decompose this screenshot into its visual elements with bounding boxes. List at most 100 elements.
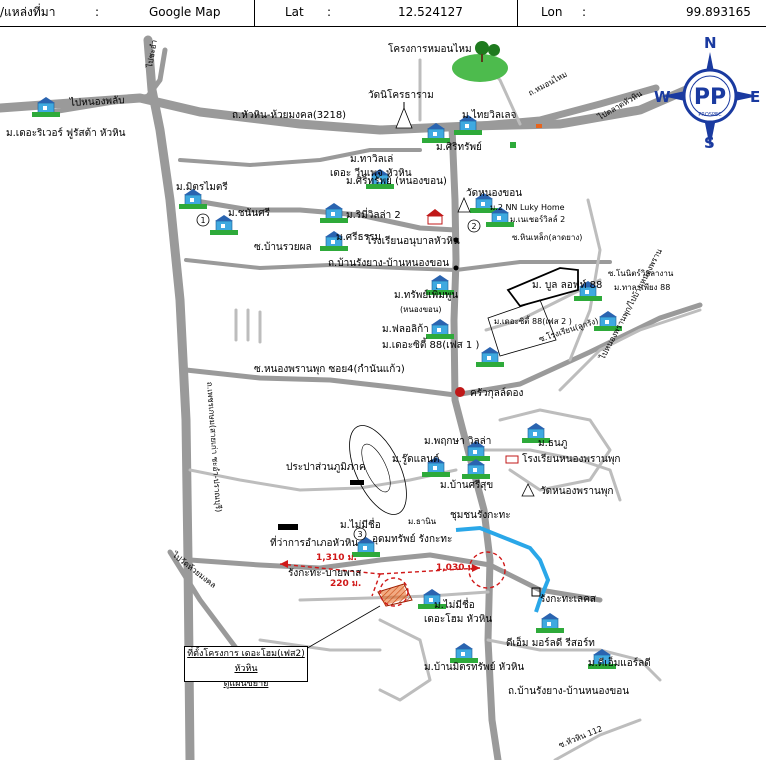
house-markers[interactable] — [31, 96, 623, 670]
label-thanin: ม.ธานิน — [408, 517, 437, 526]
label-kritsada: ครัวกุลล์ดอง — [470, 387, 523, 399]
label-the-home-hua-hin: เดอะโฮม หัวหิน — [424, 612, 492, 625]
svg-text:3: 3 — [357, 530, 362, 539]
label-to-wat-huai-mongkol: ไปวัดห้วยมงคล — [170, 550, 218, 590]
label-road-ban-rang-yang-2: ถ.บ้านรังยาง-บ้านหนองขอน — [508, 685, 629, 697]
road-ring-east — [498, 408, 612, 492]
house-icon — [535, 612, 565, 634]
label-phrueksa: ม.พฤกษา วิลล่า — [424, 436, 491, 447]
building-icon — [350, 480, 364, 485]
label-sirisap: ม.ศิริทรัพย์ — [436, 141, 482, 153]
label-ban-mit-sap: ม.บ้านมิตรทรัพย์ หัวหิน — [424, 661, 524, 673]
label-thanu: ม.ธนภู — [538, 438, 567, 449]
tree-icon — [475, 41, 500, 62]
label-thai-villa: ม.ไทยวิลเลจ — [462, 109, 517, 121]
temple-icon — [457, 196, 471, 213]
road-west-loop — [188, 468, 458, 492]
house-icon — [425, 318, 455, 340]
svg-text:1: 1 — [200, 216, 205, 225]
compass-west: W — [654, 88, 671, 106]
label-sritham: ม.ศรีธรรม — [336, 231, 381, 243]
road-east-west-north — [37, 93, 153, 117]
reservoir-outline — [349, 425, 407, 515]
lat-value: 12.524127 — [398, 5, 463, 19]
info-header: ุ/แหล่งที่มา : Google Map Lat : 12.52412… — [0, 0, 766, 27]
colon: : — [95, 5, 100, 19]
map-labels: ไปชะอำ ไปหนองพลับ ถ.หัวหิน-ห้วยมงคล(3218… — [6, 39, 674, 750]
colon: : — [582, 5, 587, 19]
road-nong-phran-school — [468, 448, 622, 502]
label-sap-phiphun: ม.ทรัพย์เพิ่มพูน — [394, 287, 458, 301]
road-ban-rang-yang — [184, 258, 612, 272]
svg-text:PROSPEC: PROSPEC — [698, 112, 722, 118]
label-road-nong-khai: ถ.หมอนไหม — [527, 70, 569, 98]
road-nong-phran-4 — [183, 302, 703, 398]
label-the-city-88: ม.เดอะซิตี้ 88(เฟส 2 ) — [494, 315, 572, 326]
site-legend-box[interactable]: ที่ตั้งโครงการ เดอะโฮม(เฟส2) หัวหิน ดูแผ… — [184, 646, 308, 689]
label-na-sahaviwat: ม.เนเชอร์วิลล์ 2 — [510, 214, 565, 224]
label-the-city-88-1: ม.เดอะซิตี้ 88(เฟส 1 ) — [382, 337, 479, 351]
label-soi-kae: ซ.โนนิตร์วิลลางาน — [608, 268, 674, 278]
svg-text:2: 2 — [471, 222, 476, 231]
location-map[interactable]: 1 2 3 PP PROSPEC N E S W ไปชะอำ ไปหนองพล… — [0, 27, 766, 760]
label-road-ban-rang-yang: ถ.บ้านรังยาง-บ้านหนองขอน — [328, 257, 449, 269]
label-mai-mi-chue-2: ม.ไม่มีชื่อ — [434, 597, 475, 611]
reservoir-inner — [361, 443, 391, 493]
lat-label: Lat — [285, 5, 304, 19]
label-hua-hin-road: ถ.หัวหิน-ห้วยมงคล(3218) — [232, 109, 346, 121]
label-school-nong-phran: โรงเรียนหนองพรานพุก — [522, 452, 621, 465]
label-tha-lai-phin: ม.ทาลาเพียง 88 — [614, 283, 670, 292]
marker-3: 3 — [353, 527, 367, 541]
school-icon — [426, 209, 444, 225]
label-chumchon: ชุมชนรังกะทะ — [450, 510, 511, 521]
label-school-hua-hin: โรงเรียนอนุบาลหัวหิน — [366, 234, 460, 247]
svg-text:PP: PP — [694, 85, 726, 110]
source-label: ุ/แหล่งที่มา — [0, 5, 56, 19]
label-ruthlands: ม.รู๊ดแลนด์ — [392, 453, 440, 465]
arrow-west-icon — [280, 560, 288, 568]
label-chanan: ม.ชนันศรี — [228, 207, 271, 219]
label-phuen: ม.ฟลอลิก้า — [382, 323, 429, 335]
label-wat-nong-khon: วัดหนองขอน — [466, 188, 522, 199]
label-dream-resort: ดีเอ็ม มอร์ลดี รีสอร์ท — [506, 635, 595, 649]
lon-label: Lon — [541, 5, 563, 19]
house-icon — [461, 458, 491, 480]
site-legend-line-2: ดูแผนขยาย — [223, 679, 269, 689]
colon: : — [327, 5, 332, 19]
label-wat-nikhom: วัดนิโครธาราม — [368, 88, 434, 101]
label-wat-nong-phran: วัดหนองพรานพุก — [540, 486, 614, 497]
label-rimmiwil: ม.ริมี่วิลล่า 2 — [346, 207, 401, 221]
label-to-pran-buri: ไปหนองพรานพุก/ไปบ้านหนองพราน — [597, 247, 664, 362]
compass-east: E — [750, 88, 760, 106]
label-office-hua-hin: ที่ว่าการอำเภอหัวหิน — [270, 535, 358, 549]
label-phetkasem: ถ.เพชรเกษม(สายเก่า ชะอำ-ปราณบุรี) — [205, 382, 223, 513]
label-soi-ban-nuan-phon: ซ.บ้านรวยผล — [254, 241, 312, 253]
source-value: Google Map — [149, 5, 221, 19]
road-eastern-north — [568, 198, 602, 362]
project-green-area — [452, 54, 508, 82]
site-legend-line-1: ที่ตั้งโครงการ เดอะโฮม(เฟส2) หัวหิน — [187, 649, 305, 674]
house-icon — [449, 642, 479, 664]
label-project-area: โครงการหมอนไหม — [388, 42, 472, 55]
road-east-district — [553, 718, 642, 760]
compass-icon: PP PROSPEC — [662, 52, 758, 148]
highway-phetkasem — [143, 35, 195, 760]
temple-icon — [395, 102, 413, 129]
divider — [254, 0, 255, 26]
marker-2: 2 — [467, 219, 481, 233]
plot-the-city-88 — [487, 299, 557, 357]
label-to-nong-phlap: ไปหนองพลับ — [69, 94, 125, 109]
label-ban-sarisuk: ม.บ้านศรีสุข — [440, 479, 493, 491]
shop-icon — [510, 142, 516, 148]
project-site-fill — [380, 584, 408, 606]
road-rang-kata — [187, 552, 603, 603]
shop-icon — [536, 124, 542, 128]
office-icon — [278, 524, 298, 530]
label-tabarke: ม.ทาวิลเล่ — [350, 154, 393, 165]
road-north-curve — [145, 47, 168, 99]
lake-icon — [531, 587, 541, 597]
label-udomsap: อุดมทรัพย์ รังกะทะ — [372, 533, 452, 545]
label-nn-lucky-home: ม.2 NN Luky Home — [490, 203, 565, 212]
distance-lines — [279, 551, 506, 607]
marker-1: 1 — [196, 213, 210, 227]
